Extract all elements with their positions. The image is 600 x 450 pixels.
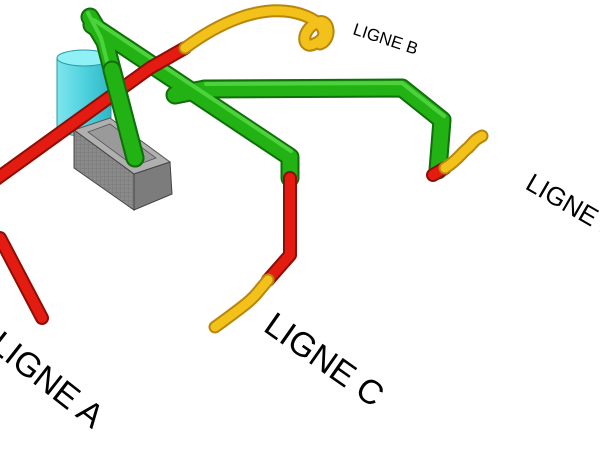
yellow-hoses (178, 4, 489, 334)
label-ligne-b: LIGNE B (351, 20, 421, 59)
green-pipe-front (102, 60, 145, 168)
label-ligne-d: LIGNE D (521, 167, 600, 245)
label-ligne-a: LIGNE A (0, 324, 111, 436)
label-ligne-c: LIGNE C (257, 305, 390, 414)
red-pipe-network (0, 41, 452, 325)
cyan-tank (56, 49, 112, 137)
